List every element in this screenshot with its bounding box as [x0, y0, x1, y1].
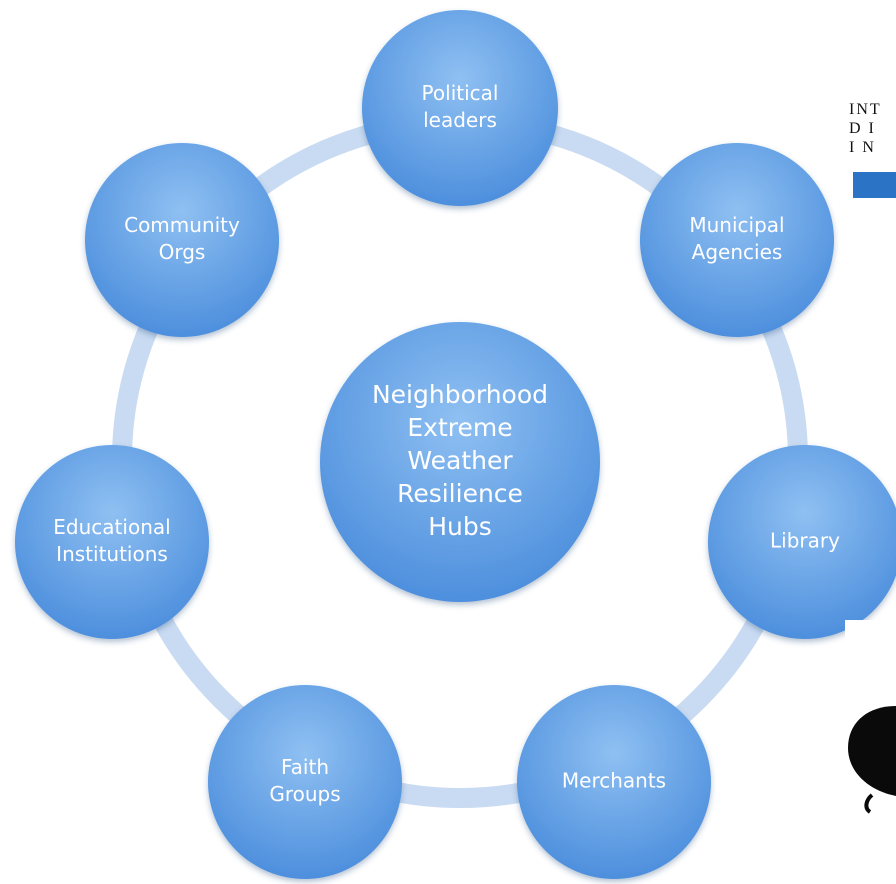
node-faith-groups-label-line: Faith: [281, 755, 329, 779]
center-hub-label-line: Resilience: [397, 479, 523, 508]
node-library: Library: [708, 445, 896, 639]
logo-text-line: D I: [849, 120, 876, 137]
node-educational-institutions-label-line: Educational: [53, 515, 170, 539]
node-municipal-agencies-label-line: Agencies: [692, 240, 783, 264]
node-political-leaders: Political leaders: [362, 10, 558, 206]
logo-bar: [853, 172, 896, 198]
node-community-orgs-label-line: Community: [124, 213, 240, 237]
node-political-leaders-label: Political leaders: [422, 81, 499, 132]
center-hub-label-line: Extreme: [407, 413, 512, 442]
center-hub-label-line: Hubs: [428, 512, 492, 541]
node-community-orgs-label-line: Orgs: [159, 240, 206, 264]
logo-text-line: INT: [849, 101, 882, 118]
dark-blob-shape: [848, 706, 896, 796]
dark-blob-hook: [864, 793, 874, 814]
node-merchants-label-line: Merchants: [562, 769, 666, 793]
node-municipal-agencies-label-line: Municipal: [689, 213, 784, 237]
center-hub-label-line: Weather: [407, 446, 513, 475]
node-political-leaders-label-line: Political: [422, 81, 499, 105]
partial-logo: INT D I I N: [849, 101, 896, 198]
center-hub-label-line: Neighborhood: [372, 380, 548, 409]
cropped-overlay: [845, 620, 896, 884]
node-library-label-line: Library: [770, 529, 840, 553]
node-merchants: Merchants: [517, 685, 711, 879]
node-library-label: Library: [770, 529, 840, 553]
logo-text: INT D I I N: [849, 101, 882, 156]
node-political-leaders-label-line: leaders: [423, 108, 497, 132]
node-educational-institutions-label-line: Institutions: [56, 542, 168, 566]
node-faith-groups-label-line: Groups: [269, 782, 340, 806]
node-merchants-label: Merchants: [562, 769, 666, 793]
logo-text-line: I N: [849, 139, 876, 156]
